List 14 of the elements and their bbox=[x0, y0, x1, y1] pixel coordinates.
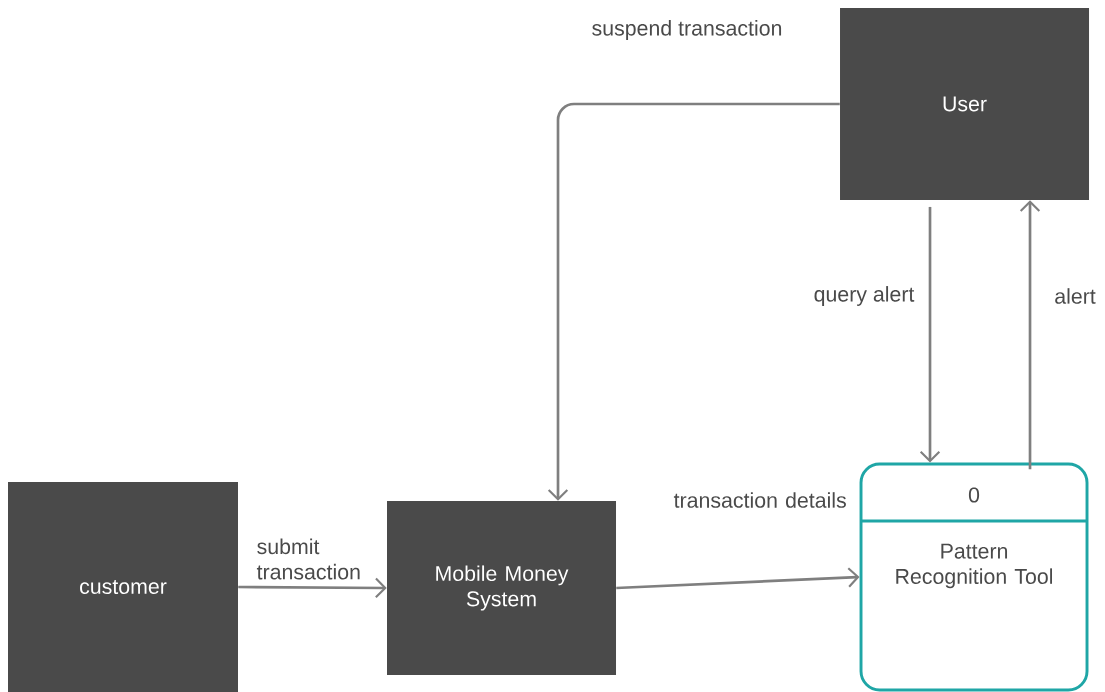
arrow bbox=[1019, 200, 1041, 470]
entity-box: Mobile Money System bbox=[387, 501, 616, 675]
edge-label: submit transaction bbox=[256, 538, 360, 580]
arrow bbox=[616, 567, 860, 590]
arrow bbox=[238, 577, 387, 599]
edge-label: suspend transaction bbox=[592, 20, 782, 40]
process-box: 0 Pattern Recognition Tool bbox=[859, 462, 1089, 692]
arrow bbox=[919, 206, 941, 463]
edge-label: transaction details bbox=[673, 492, 846, 508]
edge-label: alert bbox=[1055, 288, 1096, 304]
edge-label: query alert bbox=[814, 286, 915, 306]
entity-box: User bbox=[840, 8, 1089, 200]
arrow bbox=[547, 102, 840, 501]
entity-box: customer bbox=[8, 482, 238, 692]
